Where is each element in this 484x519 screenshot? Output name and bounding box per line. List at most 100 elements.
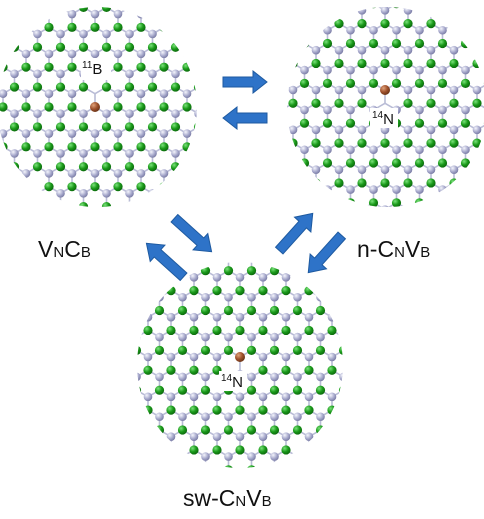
bond <box>147 289 160 298</box>
nitrogen-atom <box>323 105 332 115</box>
boron-atom <box>166 445 176 455</box>
nitrogen-atom <box>334 125 344 135</box>
boron-atom <box>193 42 197 52</box>
bond <box>270 163 282 170</box>
bond <box>186 26 197 35</box>
bond-network <box>0 7 222 234</box>
boron-atom <box>0 102 8 112</box>
arrow-down-left <box>307 231 347 274</box>
nitrogen-atom <box>277 66 286 75</box>
bond <box>331 289 343 298</box>
bond <box>25 7 38 15</box>
sw-cnvb-label: sw-CNVB <box>183 485 272 511</box>
vncb-label: VNCB <box>38 236 91 262</box>
nitrogen-atom <box>194 29 197 39</box>
nitrogen-atom <box>136 49 146 59</box>
boron-atom <box>205 142 214 151</box>
bond <box>129 205 142 207</box>
nitrogen-atom <box>403 125 413 135</box>
isotope-element: N <box>383 111 394 128</box>
bond <box>186 146 197 155</box>
svg-text:14N: 14N <box>221 373 243 391</box>
boron-atom <box>177 425 188 435</box>
boron-atom <box>200 305 211 316</box>
boron-atom <box>166 286 176 296</box>
nitrogen-atom <box>182 89 192 99</box>
nitrogen-atom <box>270 253 279 262</box>
bond <box>315 202 328 207</box>
bond <box>14 185 27 195</box>
boron-atom <box>159 62 169 72</box>
boron-atom <box>288 58 298 69</box>
boron-atom <box>124 7 135 13</box>
boron-atom <box>322 158 333 168</box>
nitrogen-atom <box>125 29 134 39</box>
nitrogen-atom <box>316 332 325 342</box>
boron-atom <box>414 118 425 128</box>
boron-atom <box>281 325 291 336</box>
nitrogen-atom <box>155 372 164 382</box>
nitrogen-atom <box>44 49 54 59</box>
nitrogen-atom <box>357 7 367 15</box>
nitrogen-atom <box>316 292 325 302</box>
nitrogen-atom <box>339 292 343 302</box>
isotope-mass: 11 <box>82 60 93 71</box>
nitrogen-atom <box>415 185 424 194</box>
nitrogen-atom <box>121 353 130 362</box>
boron-atom <box>414 7 425 9</box>
nitrogen-atom <box>182 49 192 59</box>
boron-atom <box>0 62 8 72</box>
nitrogen-atom <box>0 49 8 59</box>
nitrogen-atom <box>293 372 302 382</box>
nitrogen-atom <box>392 185 401 194</box>
boron-atom <box>78 122 89 132</box>
boron-atom <box>212 246 221 255</box>
boron-atom <box>166 405 176 415</box>
nitrogen-atom <box>79 109 88 118</box>
boron-atom <box>205 63 214 72</box>
nitrogen-atom <box>136 129 146 138</box>
boron-atom <box>90 222 99 231</box>
boron-atom <box>368 198 379 207</box>
bond <box>61 227 73 234</box>
nitrogen-atom <box>472 85 482 95</box>
bond <box>210 107 222 114</box>
nitrogen-atom <box>212 432 222 441</box>
boron-atom <box>322 198 333 207</box>
nitrogen-atom <box>159 89 169 99</box>
nitrogen-atom <box>327 273 337 282</box>
boron-atom <box>437 38 448 49</box>
nitrogen-atom <box>369 185 378 194</box>
boron-atom <box>414 38 425 49</box>
boron-atom <box>269 345 280 355</box>
boron-atom <box>368 38 379 49</box>
bond <box>170 449 183 458</box>
nitrogen-atom <box>472 165 482 174</box>
bond <box>407 202 420 207</box>
nitrogen-atom <box>189 392 199 402</box>
nitrogen-atom <box>334 165 344 174</box>
boron-atom <box>32 82 43 92</box>
boron-atom <box>101 122 112 132</box>
boron-atom <box>154 345 165 355</box>
bond <box>476 162 484 171</box>
boron-atom <box>154 385 165 395</box>
bond <box>137 409 149 418</box>
nitrogen-atom <box>277 106 286 115</box>
boron-atom <box>143 325 153 336</box>
nitrogen-atom <box>293 332 302 342</box>
bond <box>362 223 374 230</box>
boron-atom <box>21 182 31 192</box>
nitrogen-atom <box>44 9 54 19</box>
nitrogen-atom <box>438 65 447 75</box>
nitrogen-atom <box>304 312 314 322</box>
bond <box>0 146 4 155</box>
boron-atom <box>327 325 337 336</box>
bond <box>199 147 211 154</box>
boron-atom <box>460 38 471 49</box>
boron-atom <box>345 198 356 207</box>
nitrogen-atom <box>357 45 367 55</box>
boron-atom <box>177 345 188 355</box>
bond <box>315 7 328 12</box>
nitrogen-atom <box>171 29 180 39</box>
